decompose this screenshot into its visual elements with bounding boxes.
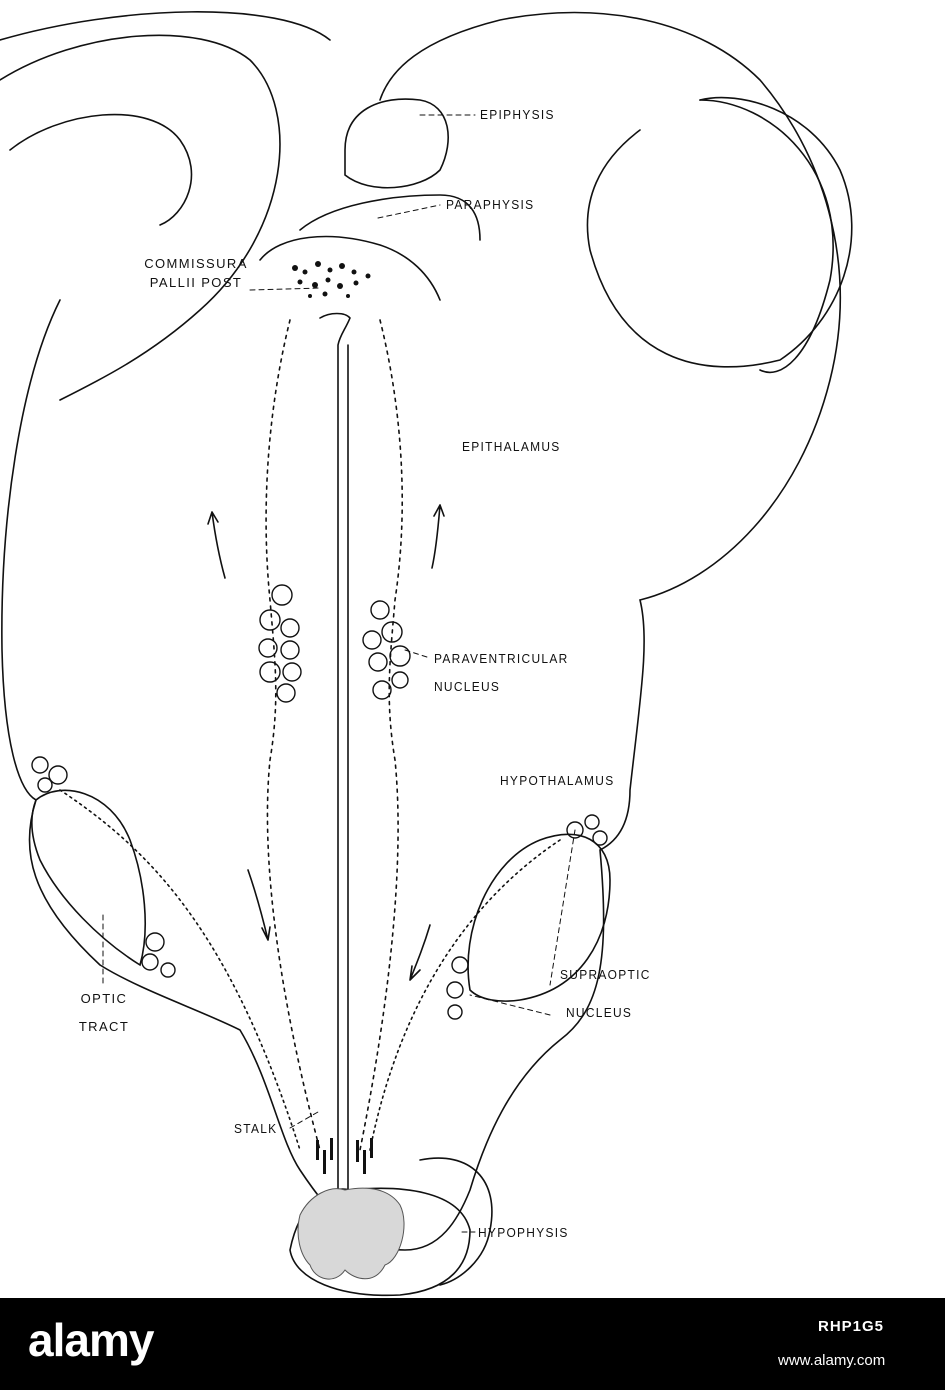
hypothalamus-cells-left bbox=[31, 756, 68, 793]
neurohypophysis-stipple bbox=[297, 1187, 405, 1280]
third-ventricle-roof bbox=[259, 235, 441, 301]
arrow-down-left bbox=[247, 869, 271, 941]
paraphysis-line bbox=[299, 194, 481, 241]
supraoptic-cells-left bbox=[141, 932, 176, 978]
label-hypophysis: HYPOPHYSIS bbox=[478, 1225, 569, 1240]
image-id: RHP1G5 bbox=[818, 1318, 885, 1335]
label-optic-line1: OPTIC bbox=[80, 991, 128, 1006]
left-arc-inner bbox=[9, 113, 193, 226]
label-stalk: STALK bbox=[234, 1121, 278, 1136]
optic-tract-ellipse bbox=[31, 789, 146, 967]
leader-paraphysis bbox=[377, 204, 441, 219]
label-epithalamus: EPITHALAMUS bbox=[462, 439, 561, 454]
leader-stalk bbox=[289, 1111, 319, 1129]
brain-diagram bbox=[0, 11, 853, 1297]
fibre-right-2 bbox=[369, 839, 561, 1151]
hypophysis-lobe bbox=[419, 1157, 493, 1286]
paraventricular-cells-left bbox=[258, 584, 302, 703]
fibre-right-1 bbox=[359, 319, 403, 1151]
right-arc-curve bbox=[699, 99, 834, 374]
label-supraoptic-line2: NUCLEUS bbox=[566, 1005, 633, 1020]
alamy-logo-text: alamy bbox=[28, 1314, 155, 1366]
label-paraventricular-line1: PARAVENTRICULAR bbox=[434, 651, 569, 666]
diagram-figure: EPIPHYSIS PARAPHYSIS COMMISSURA PALLII P… bbox=[0, 11, 853, 1297]
arrow-down-right bbox=[409, 924, 431, 981]
stalk-granules bbox=[316, 1138, 373, 1174]
paraventricular-cells-right bbox=[362, 600, 411, 700]
epiphysis-shape bbox=[344, 98, 449, 189]
alamy-logo: alamy bbox=[28, 1314, 156, 1366]
outer-outline bbox=[1, 11, 841, 1251]
arrow-up-right bbox=[431, 504, 445, 569]
leader-supraoptic bbox=[469, 829, 576, 1016]
label-epiphysis: EPIPHYSIS bbox=[480, 107, 555, 122]
supraoptic-cells-right bbox=[446, 814, 608, 1020]
label-commissura-line1: COMMISSURA bbox=[144, 256, 248, 271]
right-arc-inner bbox=[586, 96, 853, 368]
label-paraventricular-line2: NUCLEUS bbox=[434, 679, 501, 694]
commissura-granules bbox=[292, 261, 371, 298]
label-commissura-line2: PALLII POST bbox=[149, 275, 243, 290]
left-arc-outer bbox=[0, 34, 281, 401]
top-border-curve bbox=[0, 11, 331, 41]
leader-commissura bbox=[249, 287, 321, 291]
fibre-left-2 bbox=[59, 789, 301, 1151]
supraoptic-ellipse bbox=[467, 833, 611, 1002]
fibre-left-1 bbox=[265, 319, 321, 1151]
label-hypothalamus: HYPOTHALAMUS bbox=[500, 773, 615, 788]
watermark-footer: alamy RHP1G5 www.alamy.com bbox=[0, 1298, 945, 1390]
label-paraphysis: PARAPHYSIS bbox=[446, 197, 535, 212]
arrow-up-left bbox=[207, 511, 226, 579]
central-canal bbox=[319, 312, 351, 1223]
label-optic-line2: TRACT bbox=[78, 1019, 130, 1034]
site-url: www.alamy.com bbox=[778, 1352, 886, 1369]
label-supraoptic-line1: SUPRAOPTIC bbox=[560, 967, 651, 982]
